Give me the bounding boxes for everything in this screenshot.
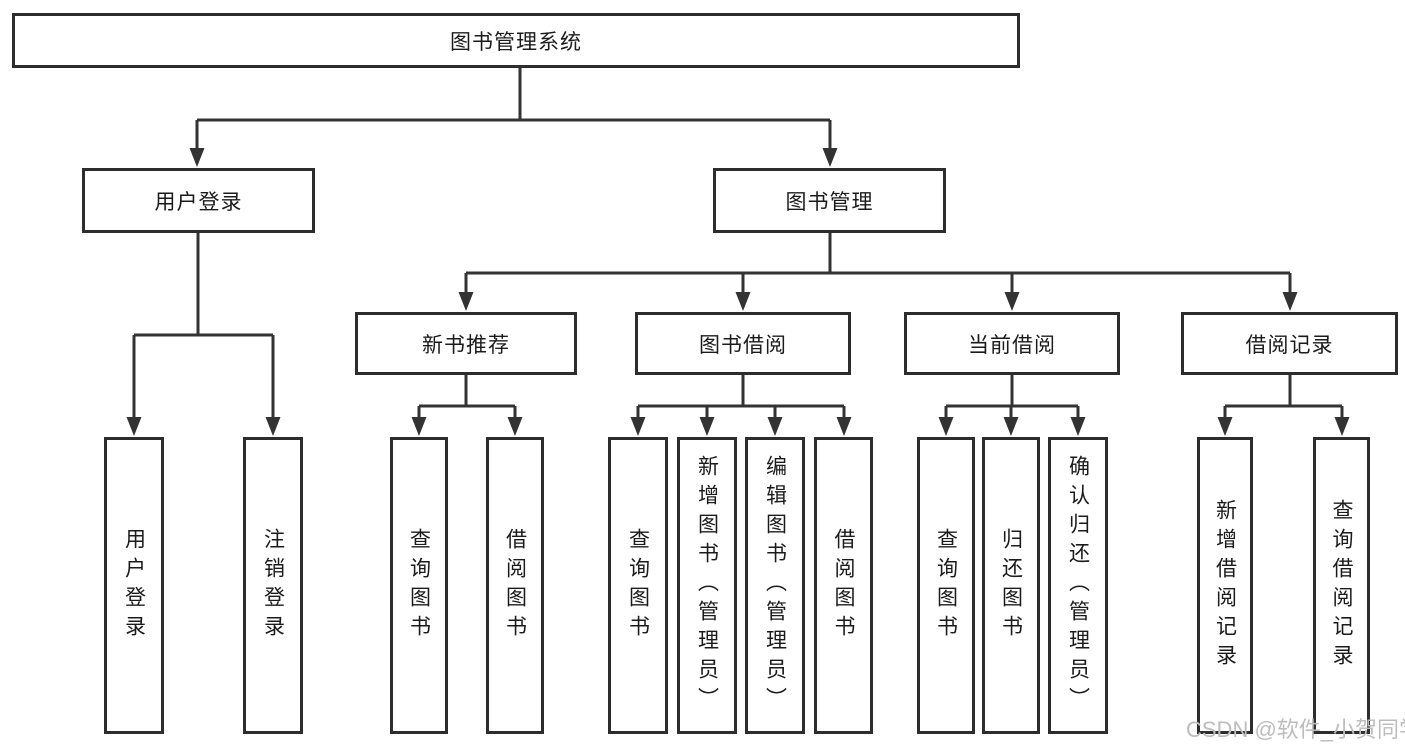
- leaf-borrow-books-recommend: 借阅图书: [486, 437, 544, 734]
- leaf-return-books: 归还图书: [982, 437, 1040, 734]
- node-label: 借阅记录: [1245, 333, 1334, 357]
- leaf-query-books-borrowing: 查询图书: [608, 437, 668, 734]
- node-borrowing-records: 借阅记录: [1181, 312, 1398, 375]
- leaf-label: 查询图书: [934, 527, 958, 644]
- arrowhead-icons: [126, 148, 1350, 436]
- leaf-add-borrow-record: 新增借阅记录: [1197, 437, 1253, 734]
- leaf-query-books-recommend: 查询图书: [390, 437, 448, 734]
- leaf-label: 用户登录: [122, 527, 146, 644]
- node-library-management-system: 图书管理系统: [12, 13, 1020, 68]
- leaf-query-borrow-record: 查询借阅记录: [1313, 437, 1370, 734]
- node-label: 新书推荐: [422, 333, 510, 357]
- leaf-label: 归还图书: [999, 527, 1023, 644]
- leaf-label: 查询借阅记录: [1330, 498, 1353, 673]
- node-current-borrowing: 当前借阅: [904, 312, 1120, 375]
- node-label: 图书管理: [785, 190, 874, 214]
- node-book-borrowing: 图书借阅: [635, 312, 851, 375]
- leaf-query-books-current: 查询图书: [917, 437, 975, 734]
- node-label: 用户登录: [154, 190, 243, 214]
- leaf-label: 查询图书: [407, 527, 431, 644]
- leaf-label: 查询图书: [626, 527, 650, 644]
- leaf-label: 借阅图书: [503, 527, 527, 644]
- leaf-label: 注销登录: [261, 527, 285, 644]
- node-label: 当前借阅: [968, 333, 1056, 357]
- leaf-label: 新增借阅记录: [1213, 498, 1237, 673]
- leaf-edit-books-admin: 编辑图书（管理员）: [745, 437, 805, 734]
- node-label: 图书借阅: [699, 333, 787, 357]
- leaf-logout: 注销登录: [243, 437, 303, 734]
- node-label: 图书管理系统: [450, 30, 582, 54]
- leaf-label: 借阅图书: [832, 527, 855, 644]
- node-book-management: 图书管理: [713, 168, 946, 233]
- leaf-label: 编辑图书（管理员）: [763, 455, 787, 716]
- leaf-label: 新增图书（管理员）: [695, 455, 719, 716]
- node-user-login: 用户登录: [82, 168, 315, 233]
- watermark: CSDN @软件_小贺同学: [1186, 717, 1405, 742]
- leaf-borrow-books: 借阅图书: [814, 437, 873, 734]
- leaf-confirm-return-admin: 确认归还（管理员）: [1048, 437, 1108, 734]
- leaf-add-books-admin: 新增图书（管理员）: [677, 437, 737, 734]
- node-new-book-recommendation: 新书推荐: [355, 312, 577, 375]
- leaf-label: 确认归还（管理员）: [1066, 455, 1090, 716]
- leaf-user-login: 用户登录: [104, 437, 164, 734]
